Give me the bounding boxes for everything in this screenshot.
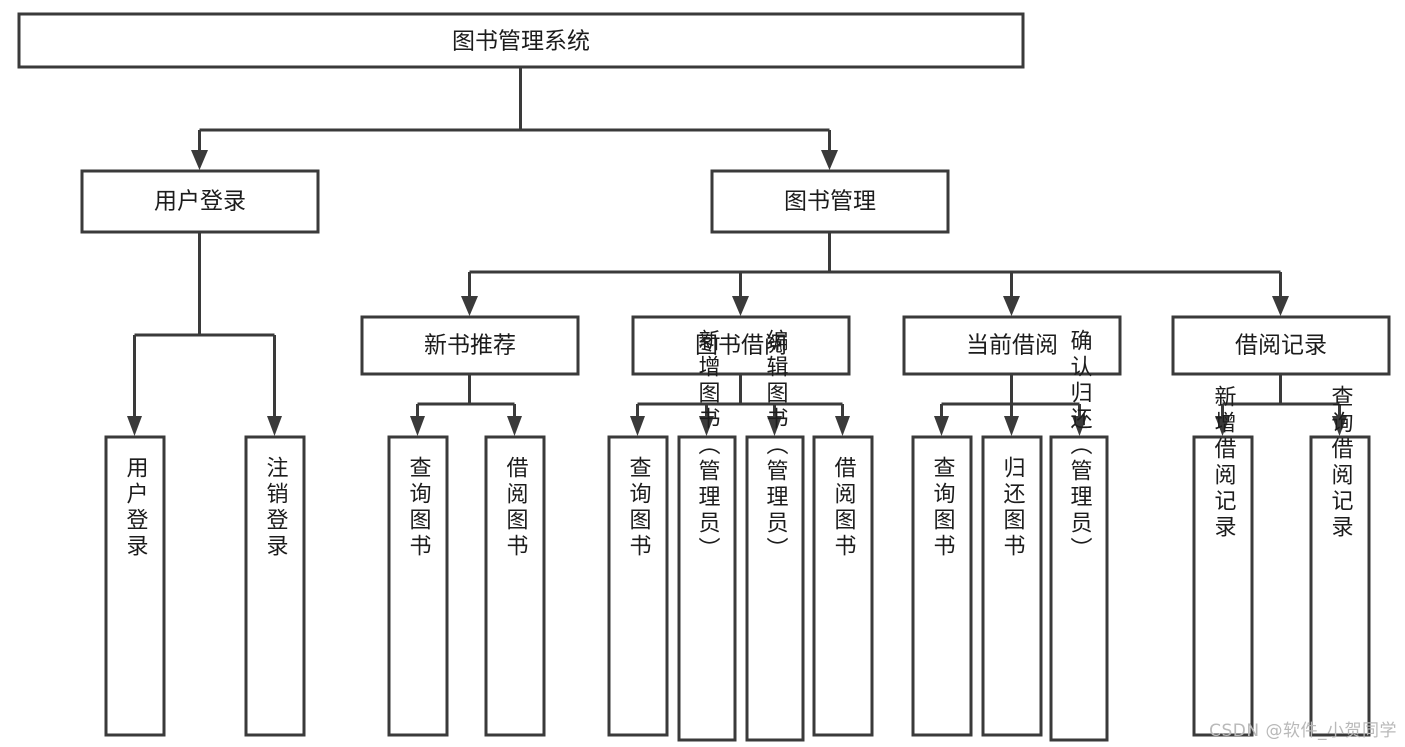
arrow-head-icon [630, 416, 645, 436]
arrow-head-icon [1003, 296, 1020, 316]
node-leaf-edit-book-admin[interactable]: 编辑图书（管理员） [745, 329, 805, 742]
arrow-head-icon [127, 416, 142, 436]
node-leaf-box[interactable] [812, 435, 874, 737]
node-current-borrow[interactable]: 当前借阅 [902, 315, 1122, 376]
node-leaf-box[interactable] [244, 435, 306, 737]
arrow-head-icon [191, 150, 208, 170]
node-leaf-query-book-borrow[interactable]: 查询图书 [607, 435, 669, 737]
node-current-borrow-box[interactable] [902, 315, 1122, 376]
node-leaf-label: 归还图书 [1000, 456, 1026, 560]
node-new-book-recommend-label: 新书推荐 [424, 333, 516, 359]
node-leaf-label: 查询借阅记录 [1328, 385, 1354, 541]
node-leaf-box[interactable] [1049, 435, 1109, 742]
node-leaf-label: 查询图书 [930, 456, 956, 560]
node-leaf-box[interactable] [1192, 435, 1254, 737]
node-leaf-label: 借阅图书 [503, 456, 529, 560]
node-leaf-borrow-book-borrow[interactable]: 借阅图书 [812, 435, 874, 737]
node-leaf-label: 新增图书（管理员） [695, 329, 721, 563]
node-user-login-box[interactable] [80, 169, 320, 234]
arrow-head-icon [1004, 416, 1019, 436]
node-leaf-label: 借阅图书 [831, 456, 857, 560]
node-user-login[interactable]: 用户登录 [80, 169, 320, 234]
node-leaf-box[interactable] [387, 435, 449, 737]
node-book-borrow[interactable]: 图书借阅 [631, 315, 851, 376]
node-root-system[interactable]: 图书管理系统 [17, 12, 1025, 69]
connector-layer [127, 67, 1347, 436]
node-new-book-recommend[interactable]: 新书推荐 [360, 315, 580, 376]
node-book-manage[interactable]: 图书管理 [710, 169, 950, 234]
node-leaf-box[interactable] [607, 435, 669, 737]
node-leaf-box[interactable] [981, 435, 1043, 737]
node-book-manage-label: 图书管理 [784, 189, 876, 215]
arrow-head-icon [1215, 416, 1230, 436]
node-leaf-box[interactable] [745, 435, 805, 742]
arrow-head-icon [732, 296, 749, 316]
node-leaf-borrow-book-rec[interactable]: 借阅图书 [484, 435, 546, 737]
node-root-box[interactable] [17, 12, 1025, 69]
node-leaf-label: 注销登录 [263, 456, 289, 560]
node-root-label: 图书管理系统 [452, 29, 590, 55]
node-new-book-recommend-box[interactable] [360, 315, 580, 376]
arrow-head-icon [507, 416, 522, 436]
arrow-head-icon [934, 416, 949, 436]
node-leaf-box[interactable] [484, 435, 546, 737]
node-user-login-label: 用户登录 [154, 189, 246, 215]
node-leaf-label: 新增借阅记录 [1211, 385, 1237, 541]
node-leaf-query-borrow-record[interactable]: 查询借阅记录 [1309, 385, 1371, 737]
node-leaf-confirm-return-admin[interactable]: 确认归还（管理员） [1049, 329, 1109, 742]
node-leaf-label: 查询图书 [406, 456, 432, 560]
node-leaf-box[interactable] [1309, 435, 1371, 737]
node-leaf-label: 确认归还（管理员） [1067, 329, 1093, 563]
node-leaf-query-book-rec[interactable]: 查询图书 [387, 435, 449, 737]
node-leaf-label: 编辑图书（管理员） [763, 329, 789, 563]
arrow-head-icon [267, 416, 282, 436]
node-book-manage-box[interactable] [710, 169, 950, 234]
node-leaf-label: 用户登录 [123, 456, 149, 560]
node-leaf-return-book[interactable]: 归还图书 [981, 435, 1043, 737]
node-borrow-record-box[interactable] [1171, 315, 1391, 376]
node-leaf-user-login[interactable]: 用户登录 [104, 435, 166, 737]
arrow-head-icon [835, 416, 850, 436]
node-leaf-query-book-current[interactable]: 查询图书 [911, 435, 973, 737]
node-leaf-add-book-admin[interactable]: 新增图书（管理员） [677, 329, 737, 742]
arrow-head-icon [1272, 296, 1289, 316]
arrow-head-icon [699, 416, 714, 436]
arrow-head-icon [1332, 416, 1347, 436]
node-book-borrow-box[interactable] [631, 315, 851, 376]
node-current-borrow-label: 当前借阅 [966, 333, 1058, 359]
node-borrow-record[interactable]: 借阅记录 [1171, 315, 1391, 376]
arrow-head-icon [767, 416, 782, 436]
arrow-head-icon [1072, 416, 1087, 436]
arrow-head-icon [410, 416, 425, 436]
node-leaf-add-borrow-record[interactable]: 新增借阅记录 [1192, 385, 1254, 737]
arrow-head-icon [461, 296, 478, 316]
node-leaf-logout[interactable]: 注销登录 [244, 435, 306, 737]
node-leaf-box[interactable] [677, 435, 737, 742]
node-leaf-label: 查询图书 [626, 456, 652, 560]
node-leaf-box[interactable] [104, 435, 166, 737]
node-borrow-record-label: 借阅记录 [1235, 333, 1327, 359]
node-leaf-box[interactable] [911, 435, 973, 737]
arrow-head-icon [821, 150, 838, 170]
node-book-borrow-label: 图书借阅 [695, 333, 787, 359]
